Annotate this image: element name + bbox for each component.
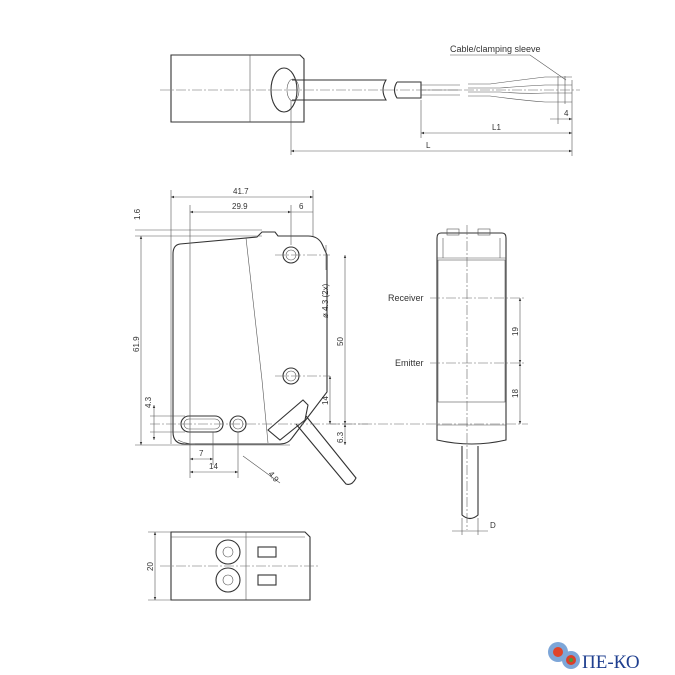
dim-L: L [426,141,431,150]
dim-4-3: 4.3 [144,396,153,408]
dim-20: 20 [146,562,155,571]
dim-D: D [490,521,496,530]
top-view: Cable/clamping sleeve 4 L1 L [160,44,580,156]
cable-front [461,446,479,520]
cable-gland-angled [267,399,309,441]
label-emitter: Emitter [395,358,424,368]
connector-bottom [215,567,241,593]
dim-6-3: 6.3 [336,431,345,443]
dim-50: 50 [336,337,345,346]
optical-window [437,259,506,403]
dim-18: 18 [511,389,520,398]
dim-L1: L1 [492,123,501,132]
dim-29-9: 29.9 [232,202,248,211]
front-view: Receiver Emitter 19 18 D [330,225,528,535]
callout-cable-sleeve: Cable/clamping sleeve [450,44,541,54]
cable [292,79,387,101]
connector-top [215,539,241,565]
dim-hole-diameter: ø 4.3 (2x) [321,283,330,318]
dim-4: 4 [564,109,569,118]
dim-19: 19 [511,327,520,336]
sensor-body-side [172,231,328,445]
side-view: 41.7 29.9 6 1.6 61.9 ø 4.3 (2x) 50 14 6.… [132,187,370,485]
cable-jacket-end [393,81,422,99]
led-indicator-2 [257,574,277,586]
dim-14-vertical: 14 [321,396,330,405]
sensor-body-front [436,232,507,445]
led-indicator-1 [257,546,277,558]
sensor-body-top [170,54,305,123]
bottom-view: 20 [146,531,318,601]
dim-6: 6 [299,202,304,211]
cable-angled [295,415,357,485]
logo-text: ПЕ-КО [582,652,640,673]
dim-41-7: 41.7 [233,187,249,196]
company-logo: ПЕ-КО [548,642,640,673]
sensor-body-bottom [170,531,311,601]
dim-7: 7 [199,449,204,458]
dim-14-horizontal: 14 [209,462,218,471]
dim-61-9: 61.9 [132,336,141,352]
label-receiver: Receiver [388,293,424,303]
dim-1-6: 1.6 [133,208,142,220]
